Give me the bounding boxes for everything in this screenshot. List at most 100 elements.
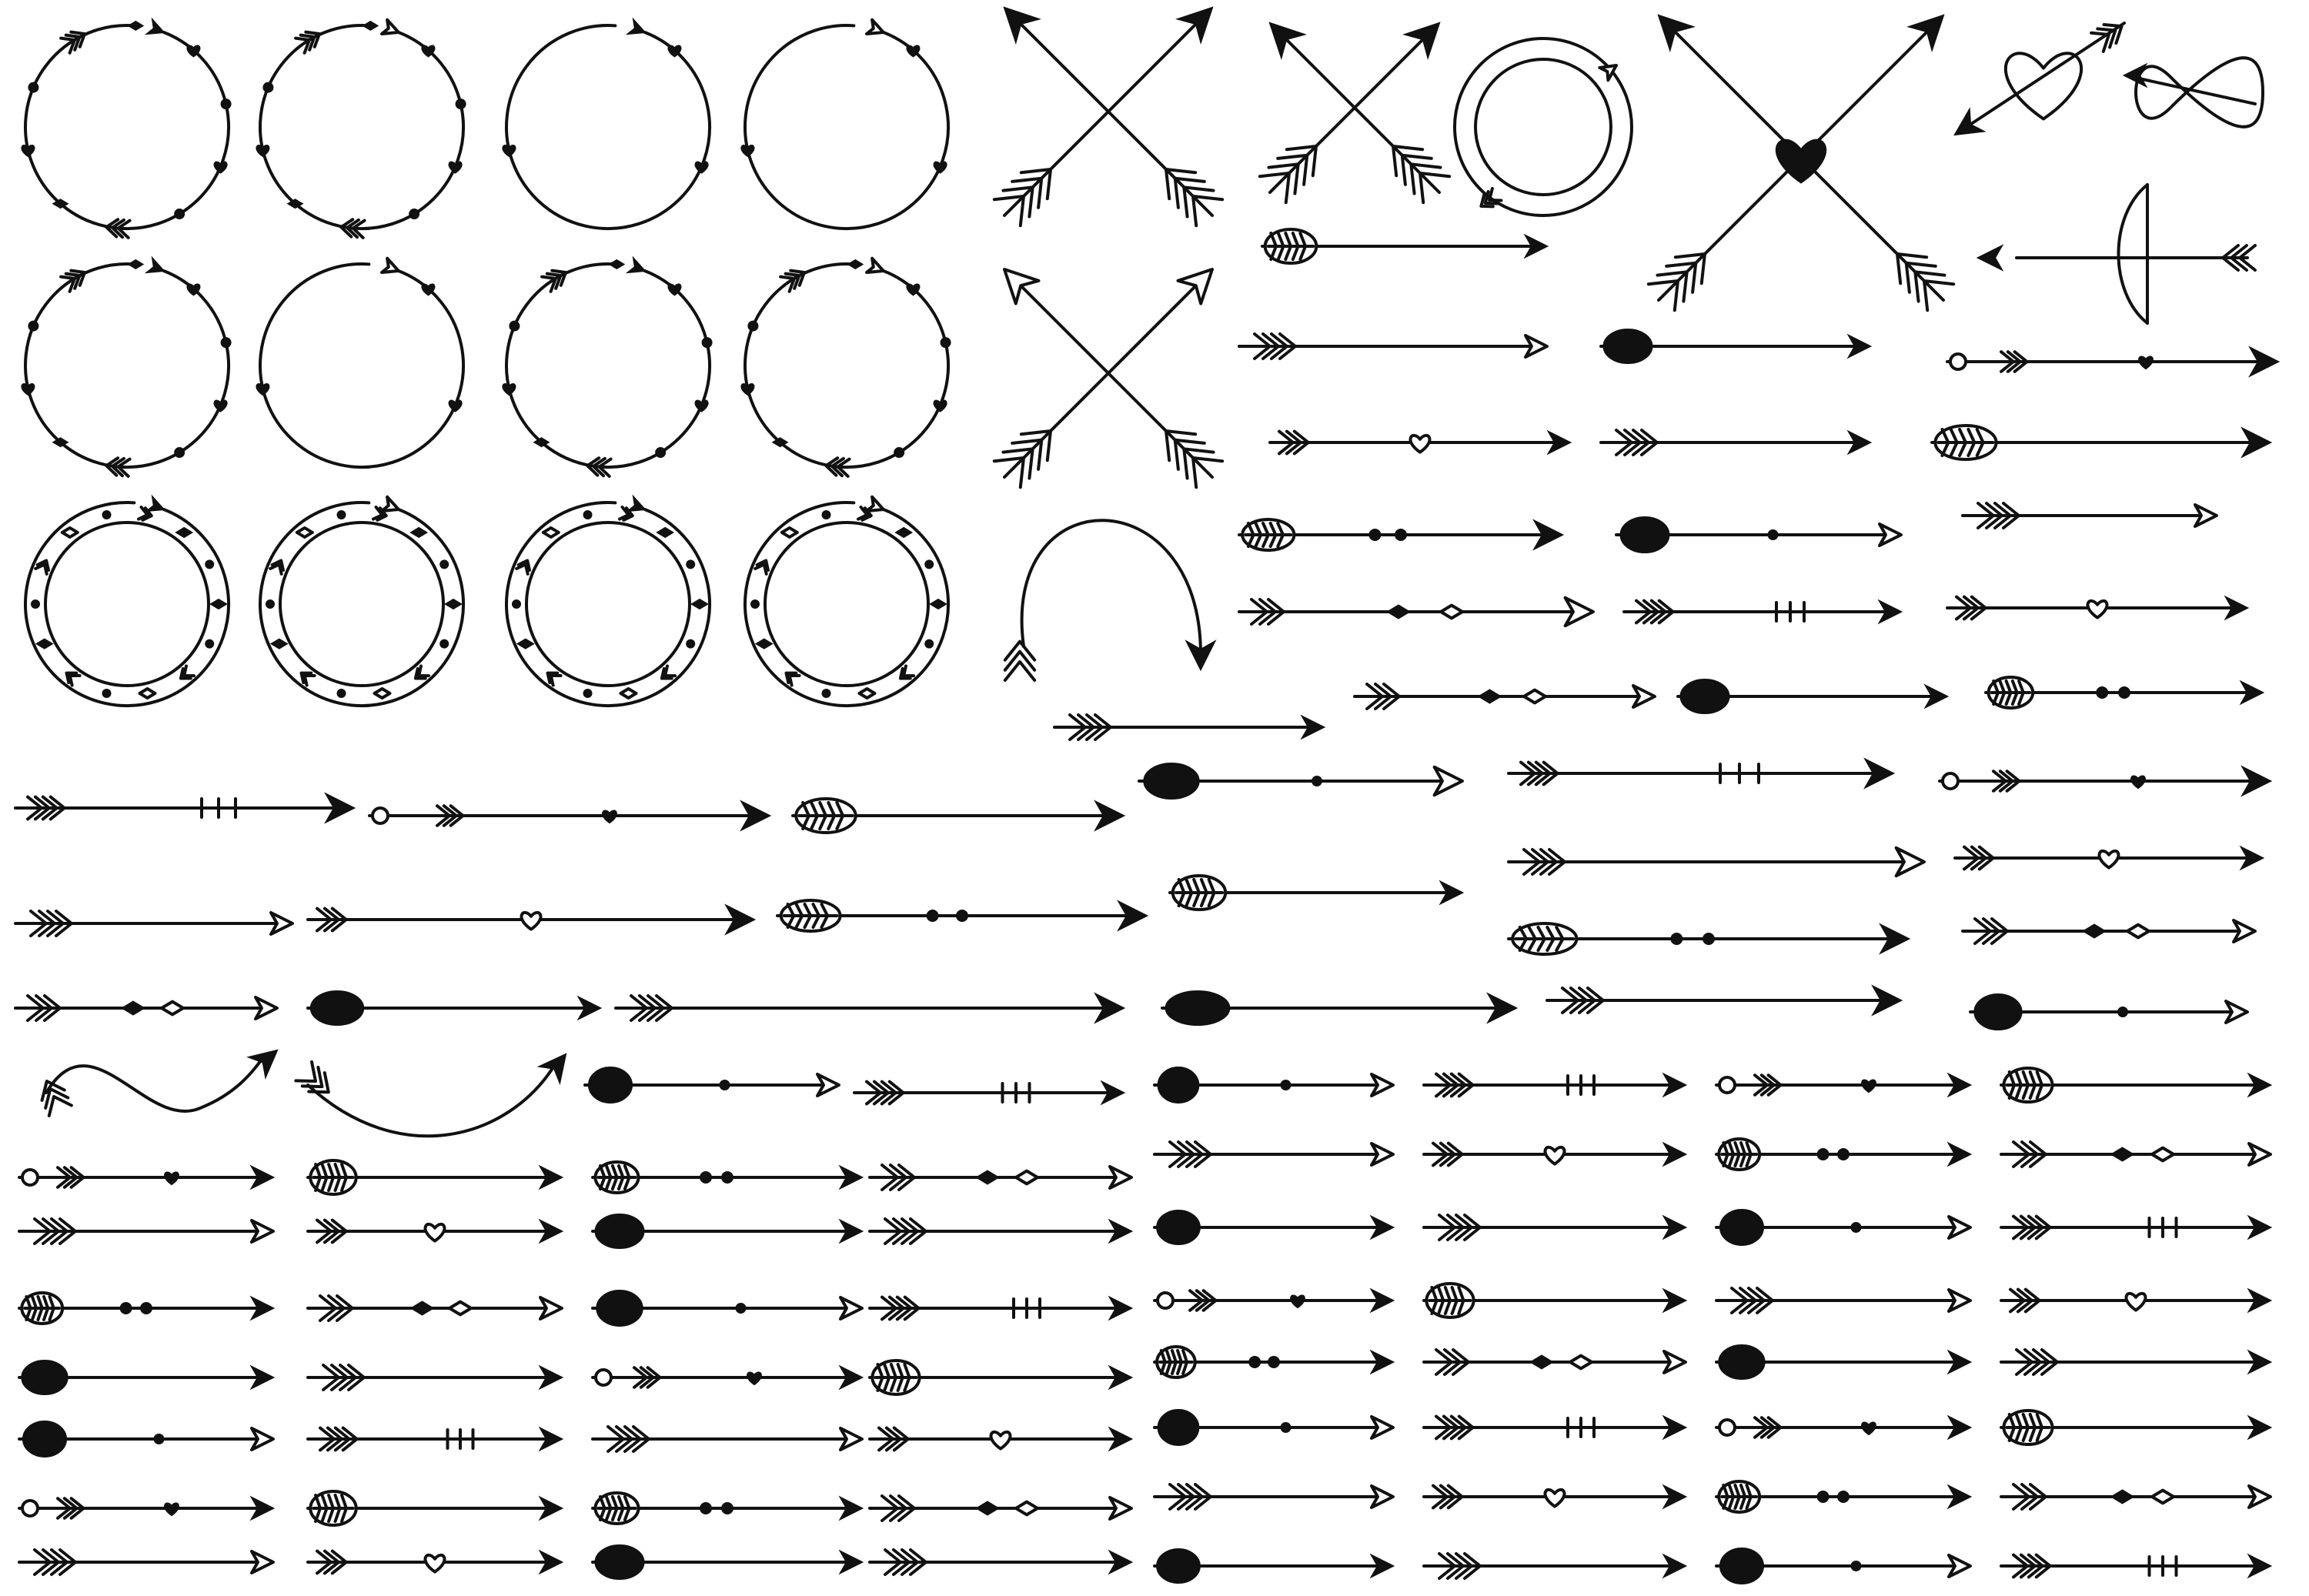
arrow-wreath-icon (1453, 37, 1633, 217)
arrow-double-icon (1353, 683, 1656, 710)
arrow-heart-icon (1961, 502, 2218, 529)
arrow-beaded-icon (1422, 1348, 1687, 1376)
arrow-double-icon (2000, 1214, 2273, 1240)
arrow-tribal-icon (591, 1544, 864, 1580)
arrow-heart-icon (1153, 1345, 1395, 1379)
arrow-dotted-icon (1507, 757, 1896, 790)
arrow-heart-icon (1938, 765, 2273, 797)
arrow-dotted-icon (1930, 424, 2273, 461)
arrow-feathered-icon (1422, 1141, 1688, 1167)
arrow-dotted-icon (868, 1295, 1134, 1321)
crossed-arrows-icon (992, 268, 1225, 489)
straight-arrows (14, 228, 2281, 1584)
arrow-boho-icon (583, 1067, 840, 1104)
arrow-dotted-icon (2000, 1287, 2273, 1314)
arrow-beaded-icon (1422, 1214, 1688, 1241)
arrow-beaded-icon (306, 1294, 563, 1322)
swoosh-arrow-icon (294, 1053, 567, 1138)
arrow-boho-icon (1507, 846, 1926, 878)
arrow-dotted-icon (2000, 1553, 2273, 1579)
arrow-dotted-icon (1545, 984, 1903, 1017)
arrow-wreath-icon (256, 256, 465, 469)
crossed-arrows-icon (992, 6, 1225, 228)
wavy-arrow-icon (40, 1049, 279, 1117)
arrow-dotted-icon (868, 1548, 1134, 1576)
arrow-dotted-icon (306, 1218, 564, 1244)
arrow-wreath-icon (740, 256, 951, 478)
arrow-heart-icon (591, 1364, 864, 1391)
arrow-feathered-icon (1422, 1552, 1688, 1580)
arrow-heart-icon (18, 1548, 275, 1576)
arrow-tribal-icon (1161, 990, 1519, 1026)
arrow-through-heart-icon (1953, 22, 2126, 136)
arrow-heart-icon (1153, 1483, 1395, 1511)
arrow-dotted-icon (2000, 1140, 2272, 1168)
arrow-double-icon (2000, 1483, 2272, 1511)
arrow-double-icon (1599, 429, 1873, 456)
double-wreath-icon (743, 495, 950, 707)
arrow-tribal-icon (18, 1217, 275, 1245)
double-wreath-icon (505, 494, 711, 707)
arrow-boho-icon (368, 800, 772, 832)
arrow-dotted-icon (2000, 1409, 2273, 1446)
arrow-feathered-icon (1261, 228, 1549, 265)
arrow-feathered-icon (1622, 599, 1903, 625)
arrow-divider-icon (591, 1214, 864, 1249)
arrow-heart-icon (1238, 518, 1565, 552)
arrow-beaded-icon (306, 1549, 564, 1575)
crossed-arrows (992, 6, 1956, 489)
arrow-boho-icon (18, 1360, 276, 1395)
arrow-divider-icon (1507, 922, 1911, 956)
arrow-beaded-icon (1422, 1072, 1688, 1098)
arrow-tribal-icon (1715, 1548, 1972, 1584)
arrow-wreath-icon (21, 255, 232, 478)
arrow-beaded-icon (1422, 1484, 1688, 1510)
arrow-tribal-icon (1715, 1137, 1973, 1171)
arrow-feathered-icon (306, 1159, 564, 1196)
arrow-heart-icon (1969, 993, 2249, 1030)
arrow-boho-icon (1715, 1072, 1973, 1098)
arrow-wreaths (21, 17, 951, 707)
arrow-divider-icon (14, 910, 294, 937)
arrow-feathered-icon (1422, 1282, 1688, 1319)
curved-arrow-icon (1003, 519, 1217, 682)
arrow-feathered-icon (306, 1426, 564, 1452)
arrow-tribal-icon (1715, 1287, 1972, 1314)
arrow-tribal-icon (18, 1495, 276, 1521)
arrow-beaded-icon (1946, 595, 2250, 621)
arrow-boho-icon (1715, 1209, 1972, 1246)
arrow-heart-icon (1153, 1210, 1395, 1245)
bow-and-arrow-icon (1976, 183, 2257, 325)
arrow-feathered-icon (868, 1217, 1134, 1245)
arrow-beaded-icon (614, 992, 1126, 1024)
arrow-dotted-icon (306, 1490, 564, 1527)
arrow-double-icon (1953, 845, 2265, 871)
arrow-heart-icon (18, 1291, 276, 1325)
arrow-double-icon (791, 797, 1126, 834)
arrow-divider-icon (1153, 1548, 1395, 1584)
arrow-boho-icon (591, 1160, 864, 1194)
arrow-divider-icon (1153, 1409, 1395, 1446)
arrow-beaded-icon (14, 792, 356, 824)
crossed-arrows-heart-icon (1646, 14, 1956, 312)
arrow-tribal-icon (1238, 332, 1549, 360)
arrow-heart-icon (306, 990, 603, 1026)
arrow-double-icon (2000, 1067, 2273, 1104)
special-arrows (40, 22, 2264, 1138)
arrow-tribal-icon (776, 899, 1149, 933)
arrow-boho-icon (1984, 676, 2265, 710)
arrow-double-icon (306, 1364, 564, 1391)
arrow-divider-icon (1615, 516, 1903, 553)
arrow-feathered-icon (1422, 1414, 1688, 1441)
arrow-double-icon (2000, 1348, 2273, 1376)
arrow-divider-icon (18, 1164, 276, 1190)
arrow-wreath-icon (502, 255, 713, 478)
arrow-divider-icon (1676, 679, 1950, 714)
arrow-boho-icon (1715, 1344, 1973, 1380)
arrow-tribal-icon (1715, 1414, 1973, 1441)
arrow-dotted-icon (1268, 429, 1572, 456)
arrow-boho-icon (591, 1425, 864, 1453)
arrow-double-icon (868, 1164, 1133, 1191)
